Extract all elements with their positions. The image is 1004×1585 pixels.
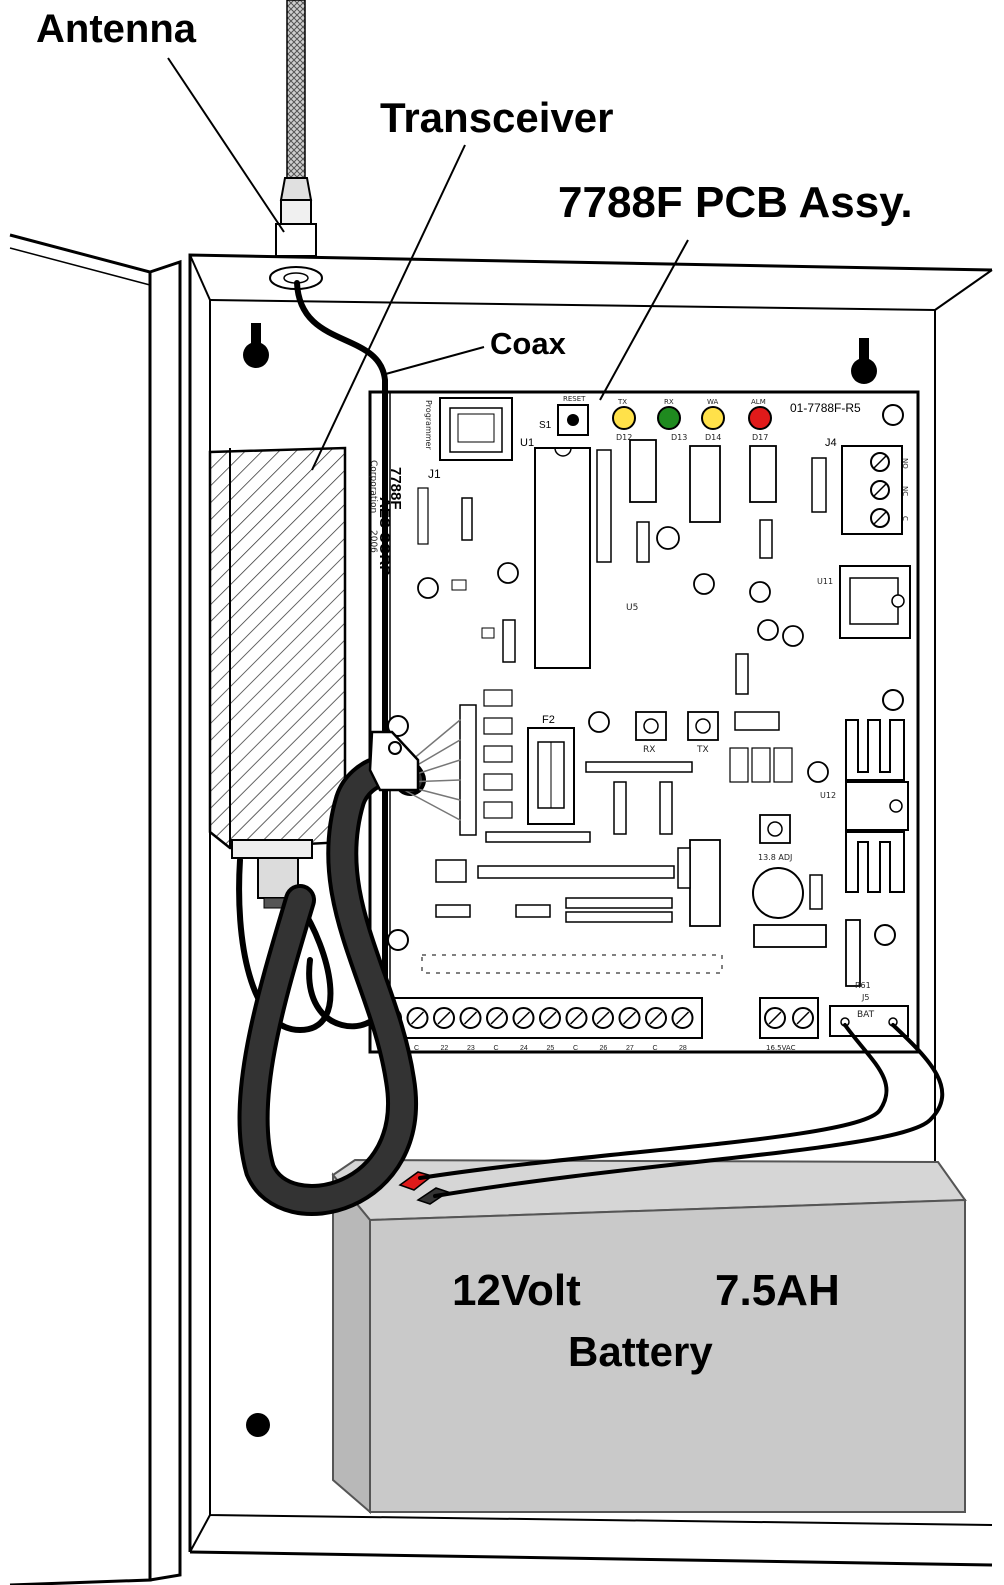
terminal-label: 28 [679, 1045, 687, 1052]
adj-label: 13.8 ADJ [758, 853, 792, 862]
battery-wire-positive [418, 1023, 889, 1180]
battery-voltage: 12Volt [452, 1266, 581, 1315]
d14-ref: D14 [705, 433, 721, 442]
antenna-callout: Antenna [36, 7, 197, 51]
terminal-label: 26 [600, 1045, 608, 1052]
antenna [275, 0, 317, 257]
relay-nc-label: NC [901, 486, 909, 496]
terminal-label: C [494, 1045, 499, 1052]
terminal-label: 25 [547, 1045, 555, 1052]
terminal-label: 23 [467, 1045, 475, 1052]
transceiver-module [208, 446, 347, 909]
mounting-hole-bottom [246, 1413, 270, 1437]
terminal-label: C [573, 1045, 578, 1052]
fuse-f2-label: F2 [542, 714, 555, 726]
status-leds: TX RX WA ALM D12 D13 D14 D17 [612, 398, 772, 442]
regulator-u11-label: U11 [817, 577, 833, 586]
transceiver-callout: Transceiver [380, 94, 614, 141]
j5-label: J5 [861, 993, 869, 1002]
pcb-model-vertical: 7788F [387, 467, 404, 510]
cables [236, 280, 945, 1216]
relay-terminal-block: NO NC C [841, 445, 909, 535]
terminal-label: C [414, 1045, 419, 1052]
relay-c-label: C [901, 516, 909, 521]
rx-led [657, 406, 681, 430]
programmer-label: Programmer [424, 400, 433, 450]
battery-capacity: 7.5AH [715, 1266, 840, 1315]
large-capacitor [752, 867, 804, 919]
zone-terminal-strip: C 22 23 C 24 25 C 26 27 C 28 [379, 997, 703, 1052]
bat-label: BAT [857, 1010, 875, 1020]
battery-wire-negative [433, 1023, 945, 1198]
tx-led [612, 406, 636, 430]
jack-j1-label: J1 [428, 467, 441, 481]
rx-pot [635, 711, 667, 741]
terminal-label: 24 [520, 1045, 528, 1052]
rx-led-label: RX [664, 398, 674, 406]
adj-pot [759, 814, 791, 844]
terminal-label: 27 [626, 1045, 634, 1052]
u5-label: U5 [626, 603, 638, 613]
battery: 12Volt 7.5AH Battery [331, 1158, 967, 1515]
pcb-corporation-vertical: Corporation [368, 460, 378, 513]
mounting-keyhole-right [851, 338, 877, 384]
pcb-part-number: 01-7788F-R5 [790, 401, 861, 415]
coax-callout: Coax [490, 326, 567, 361]
enclosure-door [9, 232, 182, 1585]
terminal-label: 22 [441, 1045, 449, 1052]
regulator-u11 [839, 565, 911, 639]
rx-pot-label: RX [643, 745, 655, 755]
header-j4-label: J4 [825, 437, 837, 449]
relay-no-label: NO [901, 458, 909, 469]
tx-pot [687, 711, 719, 741]
d17-ref: D17 [752, 433, 768, 442]
antenna-lead [294, 280, 388, 1030]
tx-pot-label: TX [696, 745, 709, 755]
wa-led-label: WA [707, 398, 719, 406]
microcontroller-u1 [534, 447, 591, 669]
alm-led-label: ALM [751, 398, 766, 406]
tx-led-label: TX [617, 398, 627, 406]
d13-ref: D13 [671, 433, 687, 442]
pcb-assembly: 01-7788F-R5 Programmer 7788F AES CORP Co… [368, 390, 920, 1054]
reset-switch [557, 404, 589, 436]
heatsink-u12 [845, 719, 909, 893]
switch-s1-label: S1 [539, 420, 552, 431]
terminal-label: C [653, 1045, 658, 1052]
transceiver-lead [236, 857, 334, 1034]
regulator-u12-label: U12 [820, 791, 836, 800]
reset-label: RESET [563, 395, 586, 403]
fuse-f2 [527, 727, 575, 825]
r61-label: R61 [855, 981, 871, 990]
alm-led [748, 406, 772, 430]
ac-label: 16.5VAC [766, 1044, 796, 1052]
mounting-keyhole-left [243, 323, 269, 368]
battery-connector-j5 [829, 1005, 909, 1037]
wa-led [701, 406, 725, 430]
pcb-year-vertical: 2006 [368, 530, 378, 553]
battery-label: Battery [568, 1328, 713, 1375]
chip-u1-label: U1 [520, 437, 534, 449]
d12-ref: D12 [616, 433, 632, 442]
programmer-jack [439, 397, 513, 461]
pcb-assembly-callout: 7788F PCB Assy. [558, 178, 913, 227]
ac-terminal-strip [759, 997, 819, 1039]
callouts: Antenna Transceiver 7788F PCB Assy. Coax [36, 7, 913, 471]
